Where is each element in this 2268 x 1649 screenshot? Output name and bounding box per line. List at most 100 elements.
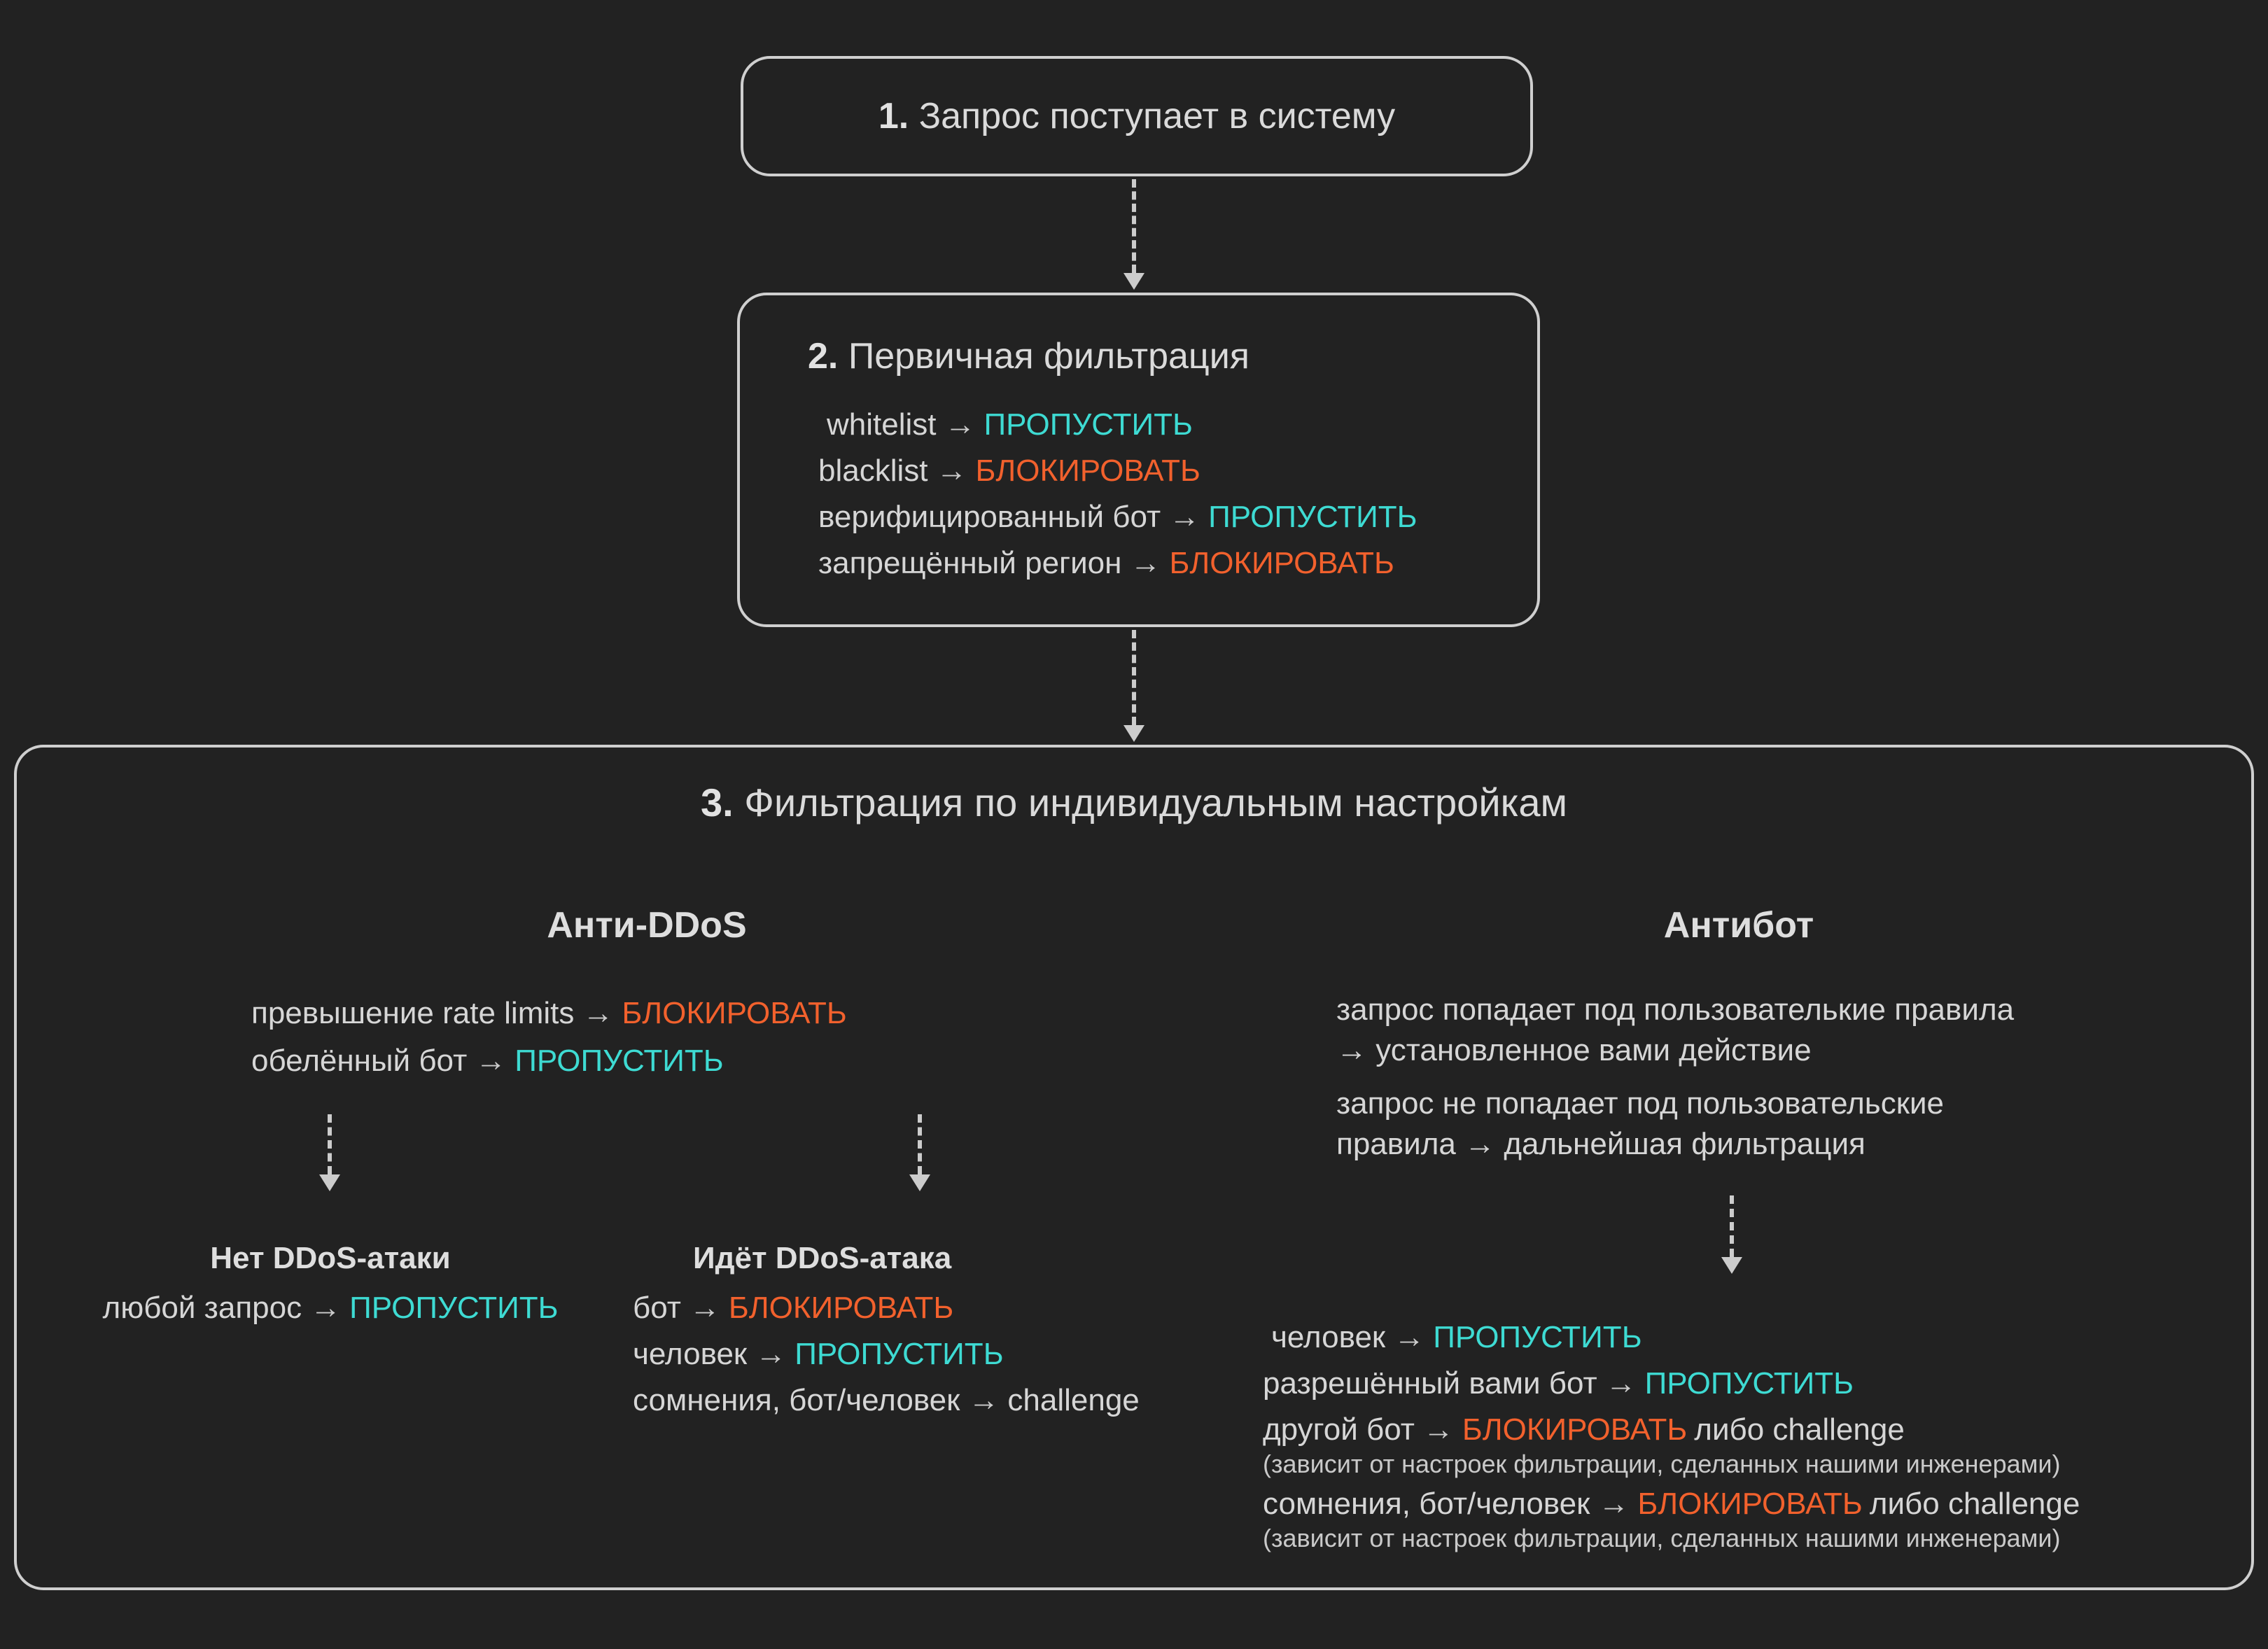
arrow-right-glyph: → xyxy=(475,1044,507,1078)
rule-line: превышение rate limits→БЛОКИРОВАТЬ xyxy=(251,990,847,1037)
arrow-right-glyph: → xyxy=(755,1337,787,1371)
rule-action: БЛОКИРОВАТЬ xyxy=(1462,1412,1688,1447)
rule-condition: сомнения, бот/человек xyxy=(1263,1487,1590,1521)
rule-condition: запрещённый регион xyxy=(818,546,1122,580)
rule-action: БЛОКИРОВАТЬ xyxy=(1637,1487,1863,1521)
rule-action: ПРОПУСТИТЬ xyxy=(794,1337,1004,1371)
rule-action: ПРОПУСТИТЬ xyxy=(349,1291,559,1325)
rule-suffix: либо challenge xyxy=(1694,1412,1905,1447)
branch-heading: Идёт DDoS-атака xyxy=(693,1241,952,1275)
arrow-down-icon xyxy=(909,1174,930,1191)
step1-box: 1. Запрос поступает в систему xyxy=(741,56,1533,176)
flow-arrow-no-attack xyxy=(318,1114,341,1191)
branch-heading: Нет DDoS-атаки xyxy=(210,1241,451,1275)
rule-line: whitelist→ПРОПУСТИТЬ xyxy=(818,402,1418,448)
step1-title: 1. Запрос поступает в систему xyxy=(878,94,1395,138)
arrow-down-icon xyxy=(319,1174,340,1191)
rule-action: ПРОПУСТИТЬ xyxy=(514,1044,724,1078)
rule-suffix: либо challenge xyxy=(1869,1487,2080,1521)
rule-note: (зависит от настроек фильтрации, сделанн… xyxy=(1263,1450,2061,1478)
rule-line: запрещённый регион→БЛОКИРОВАТЬ xyxy=(818,540,1418,587)
arrow-right-glyph: → xyxy=(1422,1412,1454,1447)
step2-title: 2. Первичная фильтрация xyxy=(808,335,1250,378)
step2-box: 2. Первичная фильтрация whitelist→ПРОПУС… xyxy=(737,293,1540,627)
dashed-line xyxy=(1730,1195,1734,1257)
dashed-line xyxy=(328,1114,332,1174)
rule-action: ПРОПУСТИТЬ xyxy=(1208,500,1418,534)
arrow-down-icon xyxy=(1721,1257,1742,1274)
step2-rules: whitelist→ПРОПУСТИТЬ blacklist→БЛОКИРОВА… xyxy=(818,402,1418,587)
antibot-final-rules: человек→ПРОПУСТИТЬ разрешённый вами бот→… xyxy=(1263,1314,2080,1555)
arrow-right-glyph: → xyxy=(1130,546,1161,580)
rule-line: запрос попадает под пользователькие прав… xyxy=(1336,990,2014,1071)
rule-text-line: → установленное вами действие xyxy=(1336,1033,1812,1067)
arrow-right-glyph: → xyxy=(968,1383,1000,1417)
arrow-right-glyph: → xyxy=(1598,1487,1630,1521)
arrow-right-glyph: → xyxy=(1394,1320,1425,1354)
step3-box: 3. Фильтрация по индивидуальным настройк… xyxy=(14,745,2254,1590)
rule-condition: превышение rate limits xyxy=(251,996,575,1030)
rule-condition: человек xyxy=(633,1337,748,1371)
antibot-heading: Антибот xyxy=(1663,905,1814,946)
rule-condition: бот xyxy=(633,1291,681,1325)
step1-title-text: Запрос поступает в систему xyxy=(918,96,1396,136)
anti-ddos-rules: превышение rate limits→БЛОКИРОВАТЬ обелё… xyxy=(251,990,847,1085)
arrow-right-glyph: → xyxy=(689,1291,720,1325)
step3-number: 3. xyxy=(701,780,734,824)
step3-title-text: Фильтрация по индивидуальным настройкам xyxy=(744,780,1567,824)
rule-text-line: запрос попадает под пользователькие прав… xyxy=(1336,992,2015,1027)
arrow-right-glyph: → xyxy=(1605,1366,1637,1401)
rule-line: верифицированный бот→ПРОПУСТИТЬ xyxy=(818,494,1418,540)
rule-text-line: запрос не попадает под пользовательские xyxy=(1336,1086,1945,1121)
arrow-down-icon xyxy=(1124,725,1144,742)
rule-action: БЛОКИРОВАТЬ xyxy=(975,454,1200,488)
arrow-right-glyph: → xyxy=(310,1291,342,1325)
anti-ddos-heading: Анти-DDoS xyxy=(547,905,747,946)
flow-arrow-step1-step2 xyxy=(1123,179,1145,290)
rule-condition: любой запрос xyxy=(102,1291,302,1325)
rule-action: challenge xyxy=(1007,1383,1140,1417)
flow-arrow-antibot xyxy=(1721,1195,1743,1274)
rule-condition: другой бот xyxy=(1263,1412,1415,1447)
rule-action: ПРОПУСТИТЬ xyxy=(983,407,1193,442)
rule-line: разрешённый вами бот→ПРОПУСТИТЬ xyxy=(1263,1361,2080,1407)
rule-action: БЛОКИРОВАТЬ xyxy=(622,996,847,1030)
rule-line: blacklist→БЛОКИРОВАТЬ xyxy=(818,448,1418,494)
rule-condition: разрешённый вами бот xyxy=(1263,1366,1597,1401)
rule-action: БЛОКИРОВАТЬ xyxy=(728,1291,954,1325)
arrow-right-glyph: → xyxy=(1169,500,1200,534)
rule-line: обелённый бот→ПРОПУСТИТЬ xyxy=(251,1037,847,1085)
rule-note: (зависит от настроек фильтрации, сделанн… xyxy=(1263,1524,2061,1552)
rule-condition: blacklist xyxy=(818,454,928,488)
rule-action: ПРОПУСТИТЬ xyxy=(1644,1366,1854,1401)
branch-no-ddos: Нет DDoS-атаки любой запрос→ПРОПУСТИТЬ xyxy=(50,1237,610,1331)
step2-title-text: Первичная фильтрация xyxy=(848,336,1250,377)
arrow-right-glyph: → xyxy=(936,454,967,488)
branch-ddos-attack: Идёт DDoS-атака бот→БЛОКИРОВАТЬ человек→… xyxy=(633,1237,1140,1424)
antibot-rules: запрос попадает под пользователькие прав… xyxy=(1336,990,2014,1177)
rule-condition: обелённый бот xyxy=(251,1044,468,1078)
dashed-line xyxy=(918,1114,922,1174)
flow-arrow-attack xyxy=(909,1114,931,1191)
rule-line: человек→ПРОПУСТИТЬ xyxy=(1263,1314,2080,1361)
rule-condition: человек xyxy=(1271,1320,1386,1354)
rule-text-line: правила → дальнейшая фильтрация xyxy=(1336,1127,1865,1161)
rule-condition: whitelist xyxy=(827,407,937,442)
dashed-line xyxy=(1132,630,1136,725)
rule-action: ПРОПУСТИТЬ xyxy=(1433,1320,1642,1354)
rule-condition: сомнения, бот/человек xyxy=(633,1383,960,1417)
rule-action: БЛОКИРОВАТЬ xyxy=(1169,546,1394,580)
step3-title: 3. Фильтрация по индивидуальным настройк… xyxy=(17,781,2251,824)
rule-condition: верифицированный бот xyxy=(818,500,1161,534)
rule-line: сомнения, бот/человек→challenge xyxy=(633,1377,1140,1424)
arrow-down-icon xyxy=(1124,273,1144,290)
rule-line: человек→ПРОПУСТИТЬ xyxy=(633,1331,1140,1377)
arrow-right-glyph: → xyxy=(944,407,976,442)
dashed-line xyxy=(1132,179,1136,273)
rule-line: запрос не попадает под пользовательские … xyxy=(1336,1083,2014,1165)
rule-line: любой запрос→ПРОПУСТИТЬ xyxy=(50,1285,610,1331)
rule-line: бот→БЛОКИРОВАТЬ xyxy=(633,1285,1140,1331)
step2-number: 2. xyxy=(808,336,839,377)
